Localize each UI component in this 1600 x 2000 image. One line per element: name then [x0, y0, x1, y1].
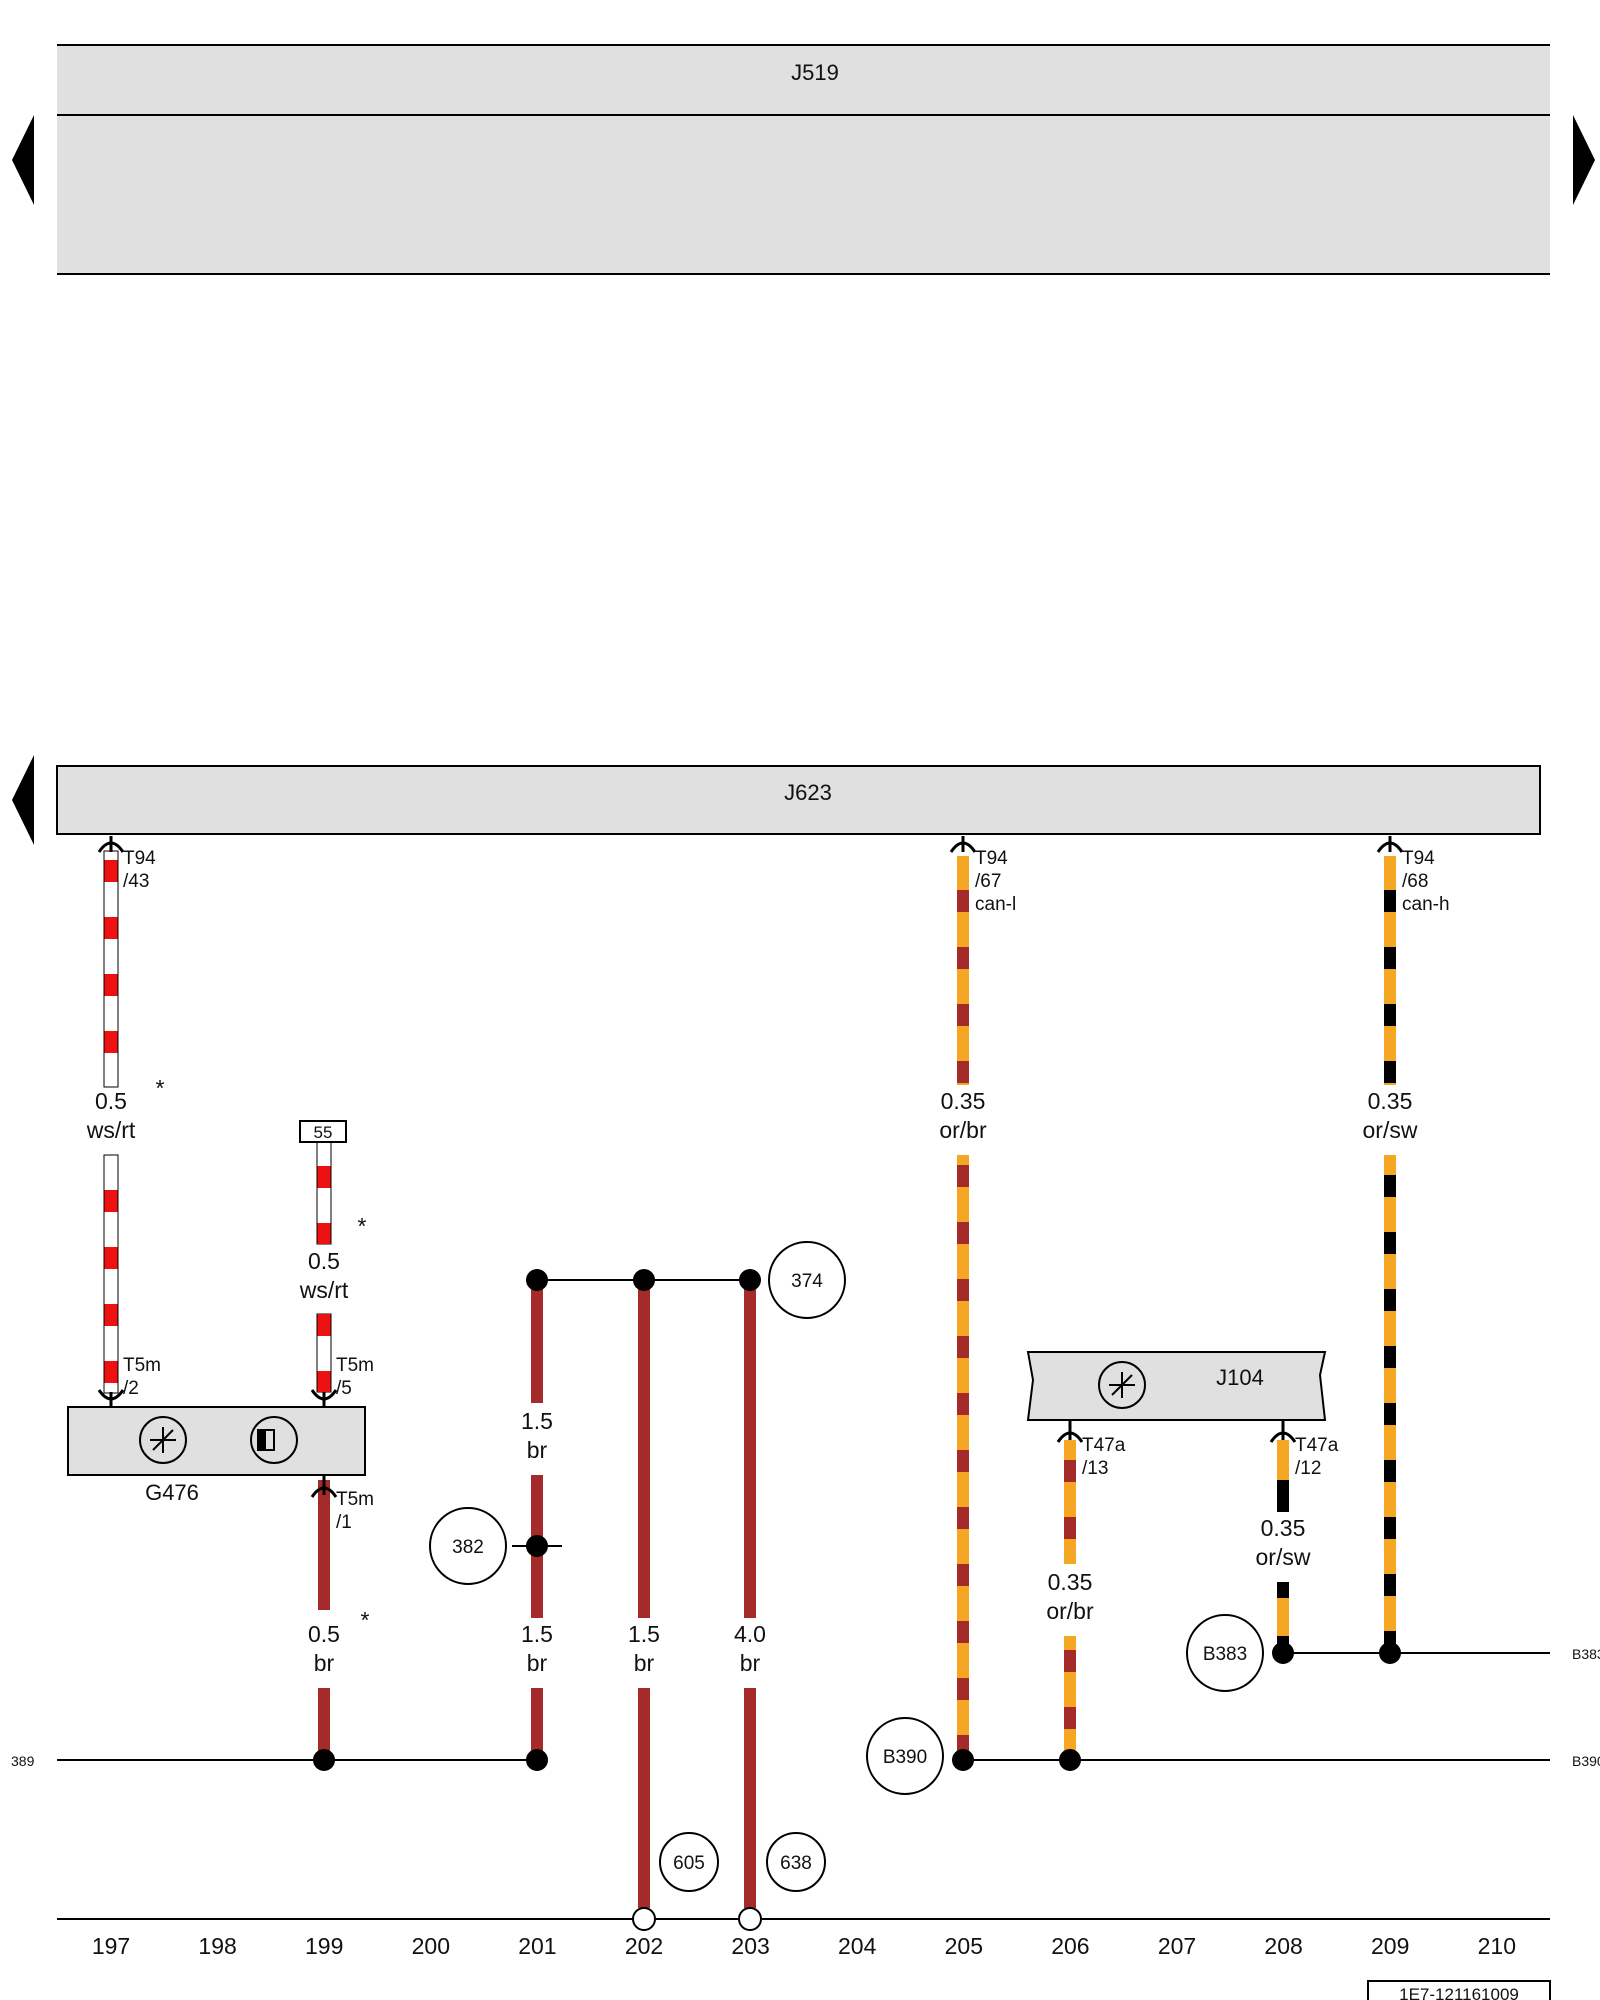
wire-209-size: 0.35: [1368, 1088, 1413, 1114]
junction-dots: [313, 1269, 1401, 1771]
wire-199-ws-rt: [316, 1141, 332, 1393]
wire-199b-star: *: [361, 1607, 370, 1633]
column-number-210: 210: [1478, 1933, 1516, 1959]
column-number-207: 207: [1158, 1933, 1196, 1959]
ref-b383: B383: [1203, 1644, 1247, 1665]
sensor-element-icon: [250, 1416, 298, 1464]
wire-202-size: 1.5: [628, 1621, 660, 1647]
column-number-209: 209: [1371, 1933, 1409, 1959]
connector-hooks: [97, 836, 1404, 1498]
ground-terminals: [632, 1907, 762, 1931]
wire-209-color: or/sw: [1363, 1117, 1418, 1143]
ground-symbol-icon: [1098, 1361, 1146, 1409]
next-page-arrow-icon[interactable]: [1573, 115, 1595, 205]
wire-203-size: 4.0: [734, 1621, 766, 1647]
column-number-204: 204: [838, 1933, 877, 1959]
prev-section-arrow-icon[interactable]: [12, 755, 34, 845]
wire-203-color: br: [740, 1650, 761, 1676]
column-number-201: 201: [518, 1933, 556, 1959]
prev-page-arrow-icon[interactable]: [12, 115, 34, 205]
ref-638: 638: [780, 1853, 812, 1874]
column-number-197: 197: [92, 1933, 130, 1959]
column-number-200: 200: [412, 1933, 450, 1959]
bus-label-left: 389: [11, 1753, 35, 1769]
ground-symbol-icon: [139, 1416, 187, 1464]
wire-202-color: br: [634, 1650, 655, 1676]
pin-t47a-13-b: /13: [1082, 1458, 1108, 1479]
footer-code-box: 1E7-121161009: [1367, 1980, 1551, 2000]
wire-208-size: 0.35: [1261, 1515, 1306, 1541]
column-number-206: 206: [1051, 1933, 1089, 1959]
pin-t5m-1-a: T5m: [336, 1489, 374, 1510]
wire-201a-color: br: [527, 1437, 548, 1463]
column-number-199: 199: [305, 1933, 343, 1959]
pin-t5m-2-b: /2: [123, 1378, 139, 1399]
wire-201b-size: 1.5: [521, 1621, 553, 1647]
terminal-55-label: 55: [314, 1123, 333, 1142]
pin-t47a-12-b: /12: [1295, 1458, 1321, 1479]
module-j623: J623: [56, 765, 1541, 835]
pin-t5m-1-b: /1: [336, 1512, 352, 1533]
pin-t94-67-c: can-l: [975, 894, 1016, 915]
pin-t47a-12-a: T47a: [1295, 1435, 1339, 1456]
pin-t5m-5-a: T5m: [336, 1355, 374, 1376]
column-number-208: 208: [1264, 1933, 1302, 1959]
wire-199a-color: ws/rt: [299, 1277, 349, 1303]
wire-205-size: 0.35: [941, 1088, 986, 1114]
wire-199b-color: br: [314, 1650, 335, 1676]
ref-b390: B390: [883, 1747, 927, 1768]
module-j104: J104: [1026, 1351, 1327, 1421]
module-j104-label: J104: [1216, 1365, 1264, 1390]
wire-199a-star: *: [358, 1213, 367, 1239]
pin-t94-67-b: /67: [975, 871, 1001, 892]
bus-lines: [57, 1279, 1550, 1920]
footer-code: 1E7-121161009: [1399, 1985, 1519, 2000]
pin-t94-68-c: can-h: [1402, 894, 1450, 915]
pin-t5m-5-b: /5: [336, 1378, 352, 1399]
column-number-198: 198: [198, 1933, 236, 1959]
wire-208-color: or/sw: [1256, 1544, 1311, 1570]
bus-label-b390: B390: [1572, 1753, 1600, 1769]
ref-374: 374: [791, 1271, 823, 1292]
wire-206-color: or/br: [1046, 1598, 1094, 1624]
sensor-g476: G476: [67, 1406, 366, 1505]
wire-201b-color: br: [527, 1650, 548, 1676]
pin-t47a-13-a: T47a: [1082, 1435, 1126, 1456]
module-j519: J519: [57, 44, 1550, 275]
module-j519-label: J519: [791, 60, 839, 85]
pin-t94-43-b: /43: [123, 871, 149, 892]
terminal-55-box: [299, 1120, 347, 1143]
wire-197-color: ws/rt: [86, 1117, 136, 1143]
sensor-g476-label: G476: [145, 1480, 199, 1505]
wire-199a-size: 0.5: [308, 1248, 340, 1274]
pin-t94-67-a: T94: [975, 848, 1008, 869]
pin-t94-68-a: T94: [1402, 848, 1435, 869]
column-number-205: 205: [945, 1933, 983, 1959]
ref-382: 382: [452, 1537, 484, 1558]
wire-201a-size: 1.5: [521, 1408, 553, 1434]
column-numbers: 197 198 199 200 201 202 203 204 205 206 207 208 209 2…: [92, 1933, 1516, 1959]
wire-205-color: or/br: [939, 1117, 987, 1143]
module-j623-label: J623: [784, 780, 832, 805]
column-number-203: 203: [731, 1933, 769, 1959]
column-number-202: 202: [625, 1933, 663, 1959]
wire-206-size: 0.35: [1048, 1569, 1093, 1595]
pin-t5m-2-a: T5m: [123, 1355, 161, 1376]
pin-t94-43-a: T94: [123, 848, 156, 869]
wire-197-size: 0.5: [95, 1088, 127, 1114]
bus-label-b383: B383: [1572, 1646, 1600, 1662]
ref-605: 605: [673, 1853, 705, 1874]
wire-197-ws-rt: [103, 850, 119, 1394]
wire-199b-size: 0.5: [308, 1621, 340, 1647]
pin-t94-68-b: /68: [1402, 871, 1428, 892]
reference-circles: [429, 1241, 1264, 1892]
wire-197-star: *: [156, 1075, 165, 1101]
